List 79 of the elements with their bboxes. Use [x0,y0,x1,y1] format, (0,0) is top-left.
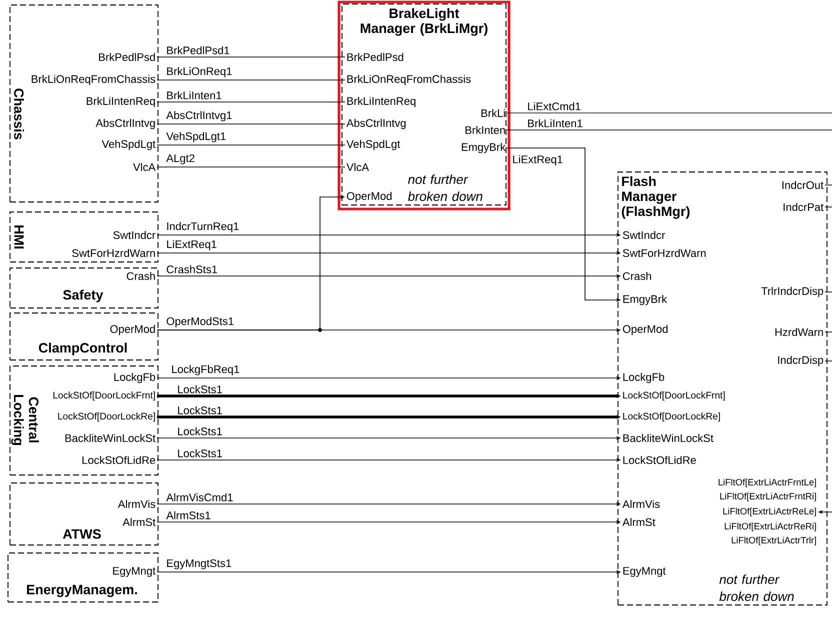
port-label: SwtForHzrdWarn [72,248,155,258]
edge-label: CrashSts1 [165,264,219,274]
edge-label: LiExtReq1 [511,154,564,166]
connector [824,206,832,208]
port-label: BrkLiIntenReq [347,96,416,108]
port-label: LiFltOf[ExtrLiActrReLe] [723,508,816,516]
port-label: VehSpdLgt [346,140,400,150]
edge-label: OperModSts1 [165,316,236,328]
port-label: EmgyBrk [623,294,668,306]
port-label: BrkPedlPsd [347,52,404,62]
port-label: VlcA [346,162,369,172]
port-label: OperMod [622,324,668,336]
connector [506,112,832,114]
edge-label: BrkLiInten1 [526,118,584,128]
port-label: AlrmVis [622,500,660,508]
edge-label: LiExtReq1 [165,239,218,252]
port-label: EmgyBrk [462,142,506,154]
port-label: AlrmSt [622,518,656,526]
port-label: LockStOfLidRe [623,456,696,464]
port-label: EgyMngt [623,567,666,577]
port-label: EgyMngt [113,567,156,577]
port-label: BrkLiOnReqFromChassis [32,74,156,86]
port-label: OperMod [346,192,392,202]
edge-label: LockgFbReq1 [170,364,241,376]
connector [824,184,832,186]
port-label: LockStOf[DoorLockFrnt] [623,392,725,400]
port-label: VlcA [133,162,156,172]
port-label: AlrmVis [118,500,156,508]
port-label: VehSpdLgt [102,140,156,150]
port-label: Crash [126,272,155,280]
port-label: AbsCtrlIntvg [96,118,155,130]
port-label: LockStOf[DoorLockRe] [623,412,720,422]
port-label: LockStOf[DoorLockRe] [58,412,155,422]
port-label: LiFltOf[ExtrLiActrTrlr] [732,536,816,546]
connector [156,56,346,58]
port-label: HzrdWarn [775,328,823,336]
port-label: AbsCtrlIntvg [346,118,406,130]
edge-label: ALgt2 [165,153,196,166]
port-label: TrlrIndcrDisp [761,286,824,298]
edge-label: IndcrTurnReq1 [165,221,240,234]
port-label: IndcrOut [782,180,824,190]
edge-label: AbsCtrlIntvg1 [165,110,234,122]
port-label: IndcrPat [784,202,824,212]
port-label: BrkLi [481,109,505,117]
edge-label: BrkLiInten1 [165,90,223,100]
edge-label: AlrmVisCmd1 [165,492,234,502]
port-label: BrkLiIntenReq [86,96,155,108]
connector [824,360,832,362]
edge-label: LockSts1 [176,384,224,394]
port-label: BackliteWinLockSt [623,434,714,442]
port-label: BrkInten [466,126,505,134]
port-label: BackliteWinLockSt [65,434,156,442]
edge-label: AlrmSts1 [165,510,212,520]
edge-label: LiExtCmd1 [526,101,582,112]
edge-label: BrkLiOnReq1 [165,66,234,78]
edge-label: LockSts1 [176,448,224,458]
port-label: BrkLiOnReqFromChassis [347,74,471,86]
edge-label: LockSts1 [176,426,224,436]
edge-label: EgyMngtSts1 [165,558,233,570]
port-label: Crash [622,272,652,280]
port-label: LiFltOf[ExtrLiActrFrntLe] [718,478,816,488]
port-label: LockStOf[DoorLockFrnt] [53,392,155,400]
port-label: LockgFb [114,372,156,384]
port-label: SwtIndcr [622,230,666,240]
port-label: LockStOfLidRe [82,456,156,464]
edge-label: VehSpdLgt1 [165,131,228,144]
port-label: LiFltOf[ExtrLiActrFrntRi] [720,492,816,502]
port-label: BrkPedlPsd [99,52,155,62]
port-label: LiFltOf[ExtrLiActrReRi] [724,522,816,532]
port-label: SwtForHzrdWarn [622,248,706,258]
connector [156,166,346,168]
edge-label: BrkPedlPsd1 [165,45,231,56]
edge-label: LockSts1 [176,405,224,416]
port-label: AlrmSt [122,518,156,526]
connector [156,144,346,146]
port-label: LockgFb [623,372,664,384]
port-label: OperMod [110,324,155,336]
port-label: IndcrDisp [778,356,824,366]
port-label: SwtIndcr [113,230,156,240]
